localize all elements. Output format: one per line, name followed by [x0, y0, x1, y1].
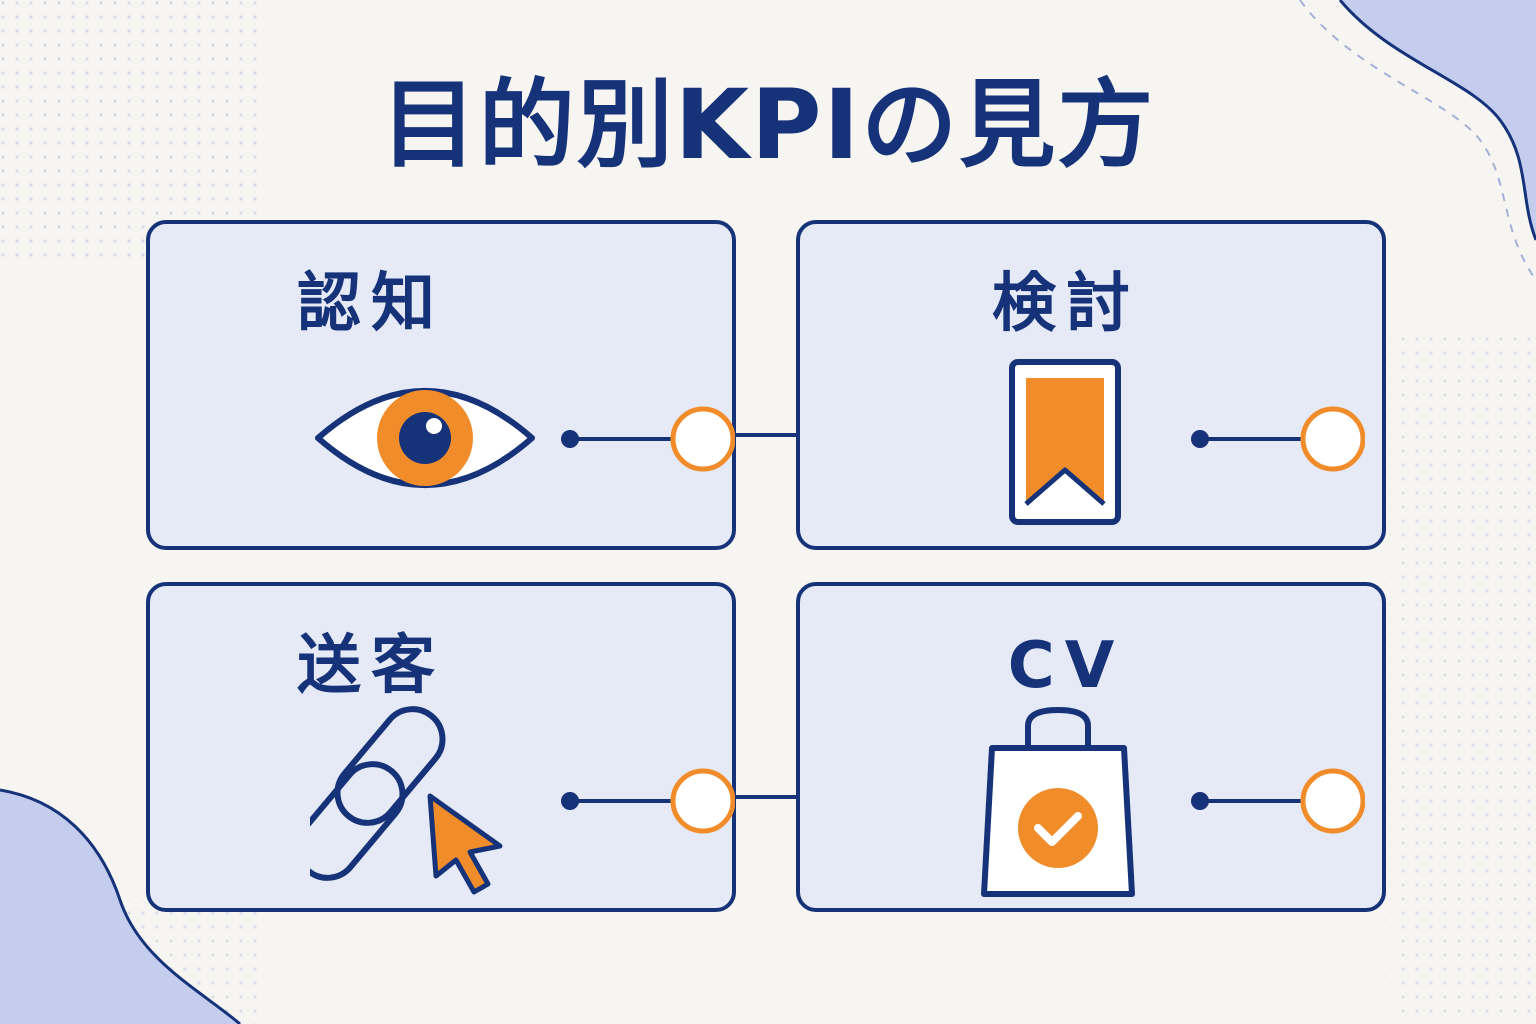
connector-node-consideration	[1191, 406, 1365, 472]
shopping-bag-check-icon	[981, 706, 1135, 897]
stage-card-awareness: 認知	[146, 220, 736, 550]
stage-card-conversion: CV	[796, 582, 1386, 912]
page-title: 目的別KPIの見方	[380, 69, 1156, 181]
stage-label-consideration: 検討	[992, 267, 1140, 341]
eye-icon	[315, 388, 535, 488]
bookmark-icon	[1009, 359, 1121, 525]
link-cursor-icon	[310, 706, 503, 895]
stage-label-conversion: CV	[1007, 629, 1125, 703]
connector-node-awareness	[561, 406, 735, 472]
connector-node-conversion	[1191, 768, 1365, 834]
stage-label-awareness: 認知	[297, 267, 445, 341]
bottom-left-blob	[0, 790, 240, 1024]
connector-node-referral	[561, 768, 735, 834]
stage-label-referral: 送客	[297, 629, 445, 703]
stage-card-referral: 送客	[146, 582, 736, 912]
stage-card-consideration: 検討	[796, 220, 1386, 550]
top-right-blob	[1340, 0, 1536, 240]
